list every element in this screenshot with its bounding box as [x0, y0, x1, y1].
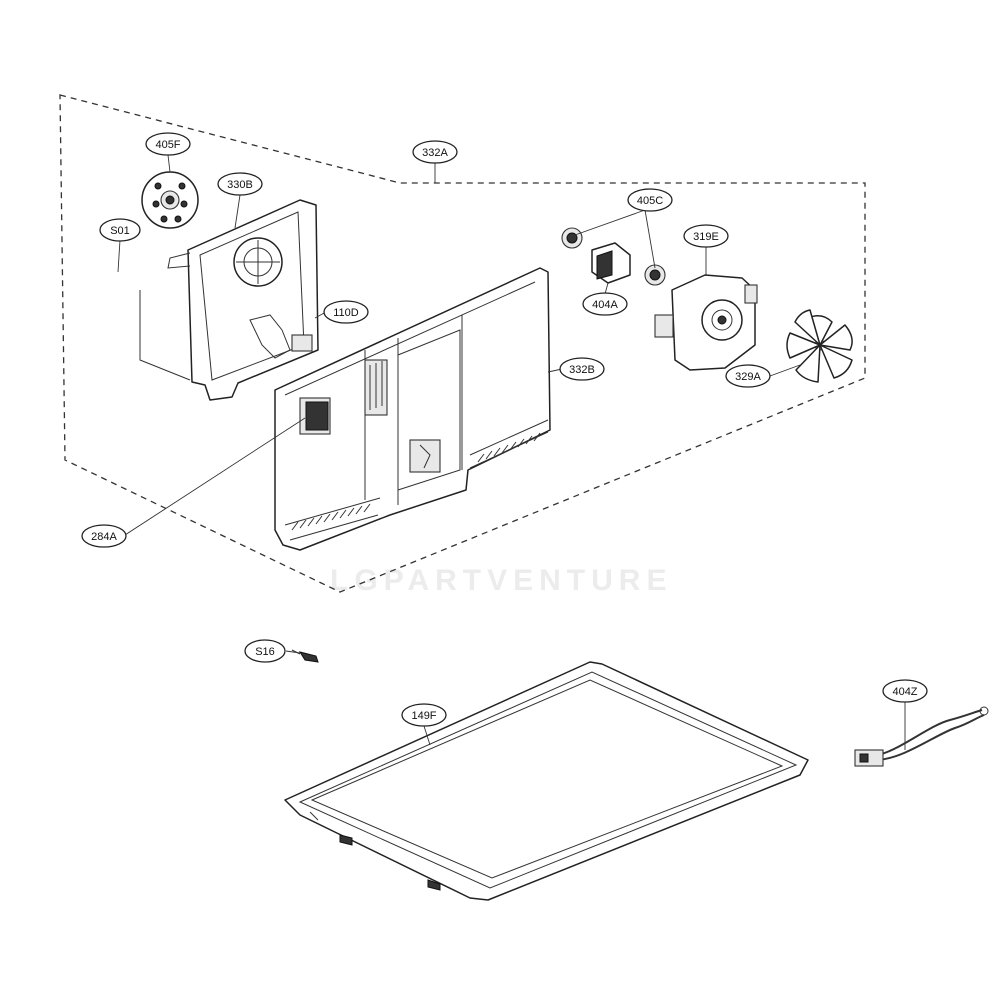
svg-text:S16: S16 [255, 646, 275, 658]
callout-405C: 405C [627, 188, 673, 212]
svg-text:405C: 405C [637, 195, 663, 207]
part-405F-gear [141, 171, 199, 229]
part-319E-fan-housing [654, 274, 758, 371]
callout-319E: 319E [683, 224, 729, 248]
assembly-boundary-dashed [59, 94, 866, 593]
part-404Z-wire-harness [854, 706, 989, 767]
svg-text:404Z: 404Z [892, 686, 917, 698]
callout-110D: 110D [323, 300, 369, 324]
part-405C-gears [561, 227, 666, 286]
svg-text:404A: 404A [592, 299, 618, 311]
callout-284A: 284A [81, 524, 127, 548]
leader-lines [117, 154, 906, 750]
part-332B-cover-panel [274, 267, 551, 551]
svg-text:149F: 149F [411, 710, 436, 722]
callout-405F: 405F [145, 132, 191, 156]
part-329A-fan-blade [786, 309, 853, 383]
callout-332A: 332A [412, 140, 458, 164]
part-404A-motor [591, 242, 631, 284]
callout-404A: 404A [582, 292, 628, 316]
svg-text:330B: 330B [227, 179, 253, 191]
svg-text:332A: 332A [422, 147, 448, 159]
part-330B-bracket [139, 199, 319, 401]
callout-S16: S16 [244, 639, 286, 663]
callout-S01: S01 [99, 218, 141, 242]
svg-text:110D: 110D [333, 307, 359, 319]
svg-text:284A: 284A [91, 531, 117, 543]
part-149F-shelf-frame [284, 661, 809, 901]
svg-text:332B: 332B [569, 364, 595, 376]
svg-text:329A: 329A [735, 371, 761, 383]
svg-text:S01: S01 [110, 225, 130, 237]
callout-329A: 329A [725, 364, 771, 388]
callout-330B: 330B [217, 172, 263, 196]
callout-404Z: 404Z [882, 679, 928, 703]
svg-text:319E: 319E [693, 231, 719, 243]
watermark-text: LGPARTVENTURE [330, 564, 672, 597]
callout-332B: 332B [559, 357, 605, 381]
part-S16-screw [291, 649, 319, 663]
svg-text:405F: 405F [155, 139, 180, 151]
callout-149F: 149F [401, 703, 447, 727]
